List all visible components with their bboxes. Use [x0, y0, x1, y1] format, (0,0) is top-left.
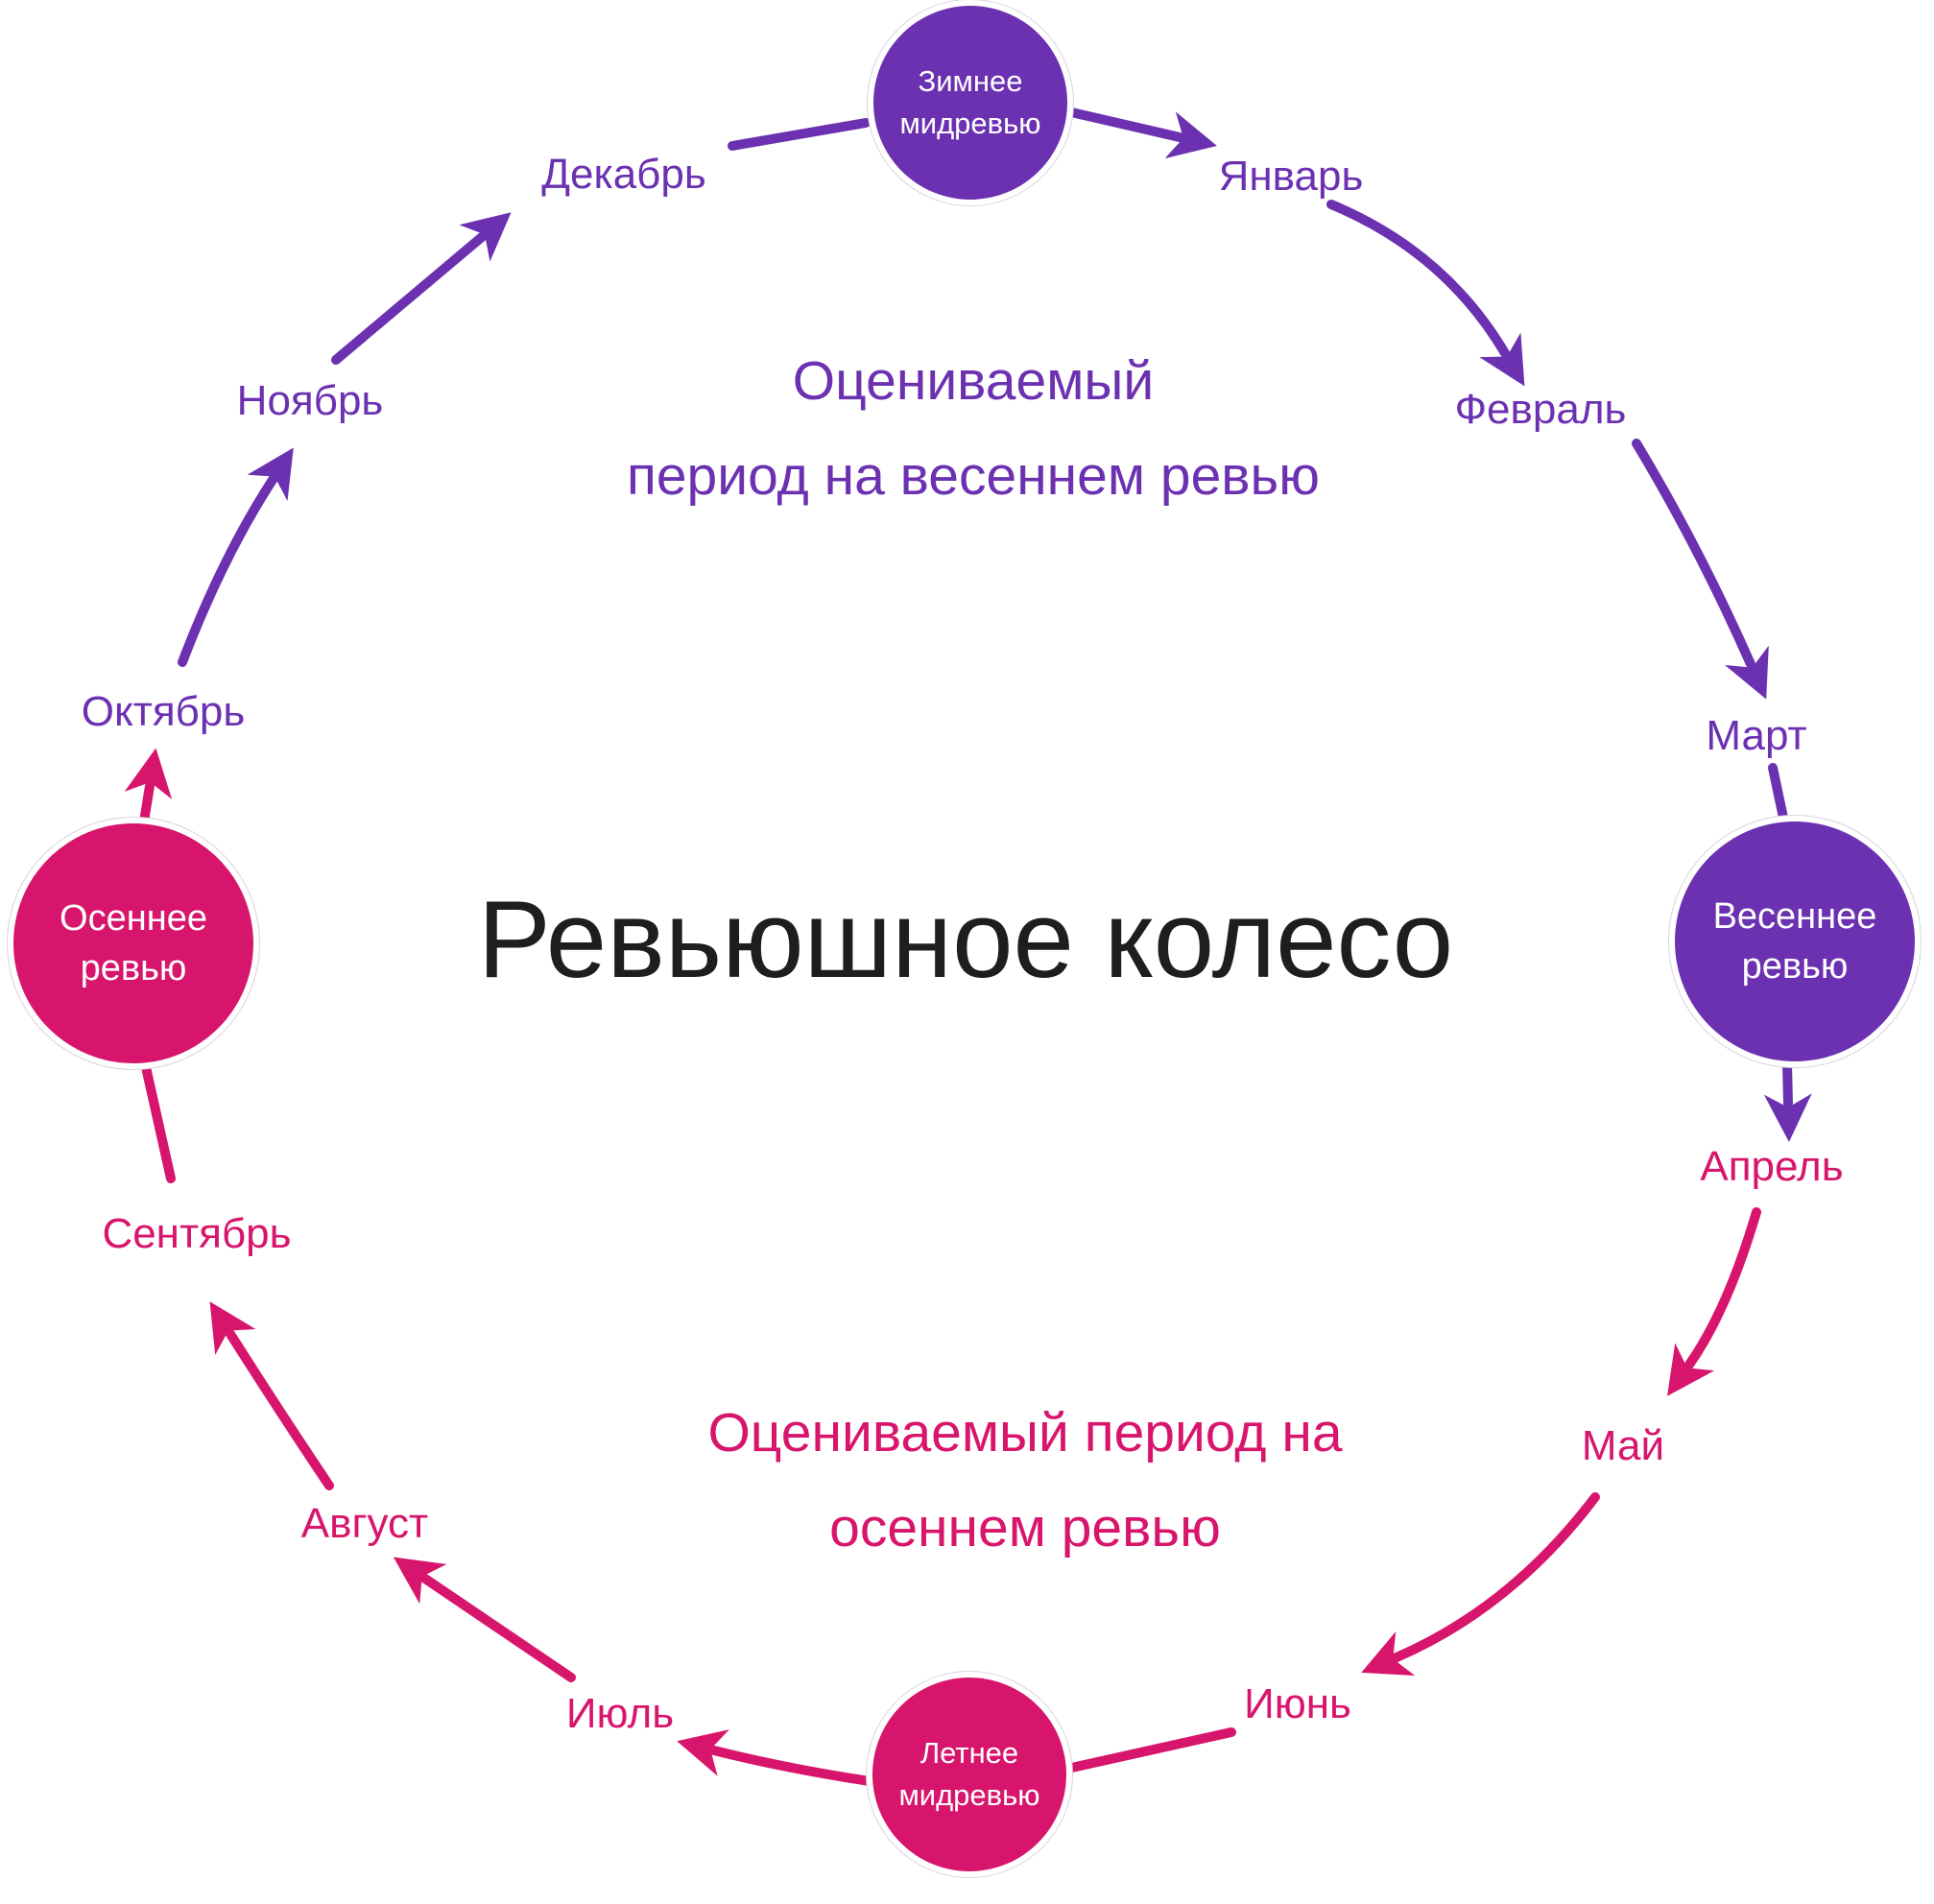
page-title: Ревьюшное колесо: [477, 879, 1454, 1001]
node-summer-midreview-line2: мидревью: [898, 1778, 1040, 1812]
month-may: Май: [1581, 1422, 1665, 1469]
autumn-period-line2: осеннем ревью: [829, 1497, 1221, 1559]
spring-period-line2: период на весеннем ревью: [626, 445, 1321, 507]
node-autumn-review-line1: Осеннее: [60, 897, 207, 939]
autumn-period-line1: Оцениваемый период на: [707, 1401, 1343, 1464]
arrow-november-december: [331, 212, 512, 365]
month-july: Июль: [565, 1690, 675, 1737]
month-january: Январь: [1218, 153, 1364, 200]
arrow-july-august: [393, 1557, 576, 1682]
node-summer-midreview-line1: Летнее: [919, 1735, 1019, 1770]
connector-december-winter: [728, 118, 871, 151]
arrow-may-june: [1361, 1492, 1600, 1676]
month-december: Декабрь: [541, 151, 706, 198]
month-october: Октябрь: [81, 688, 246, 735]
connector-march-spring: [1768, 763, 1788, 822]
node-autumn-review-line2: ревью: [80, 948, 187, 988]
month-march: Март: [1706, 712, 1807, 759]
arrow-february-march: [1632, 439, 1769, 700]
autumn-period-note: Оцениваемый период на осеннем ревью: [707, 1386, 1342, 1576]
node-winter-midreview: Зимнее мидревью: [873, 6, 1067, 200]
month-august: Август: [300, 1500, 429, 1547]
month-february: Февраль: [1454, 386, 1627, 433]
node-winter-midreview-line1: Зимнее: [918, 63, 1023, 98]
arrow-january-february: [1326, 200, 1525, 387]
node-spring-review-line2: ревью: [1741, 946, 1849, 987]
arrow-summer-july: [677, 1729, 874, 1786]
arrow-august-september: [209, 1301, 334, 1490]
spring-period-note: Оцениваемый период на весеннем ревью: [627, 334, 1320, 524]
spring-period-line1: Оцениваемый: [792, 349, 1155, 412]
connector-september-autumn: [141, 1062, 176, 1183]
node-spring-review: Весеннее ревью: [1675, 821, 1915, 1061]
month-june: Июнь: [1244, 1680, 1351, 1727]
arrow-spring-april: [1763, 1059, 1812, 1142]
node-winter-midreview-line2: мидревью: [899, 107, 1041, 140]
arrow-april-may: [1667, 1207, 1761, 1396]
arrow-october-november: [178, 447, 294, 667]
arrow-autumn-october: [124, 748, 173, 826]
month-november: Ноябрь: [236, 377, 384, 424]
month-september: Сентябрь: [102, 1210, 292, 1257]
node-spring-review-line1: Весеннее: [1712, 895, 1877, 937]
arrow-winter-january: [1063, 107, 1217, 159]
connector-june-summer: [1063, 1727, 1236, 1773]
month-april: Апрель: [1700, 1143, 1844, 1190]
node-autumn-review: Осеннее ревью: [13, 823, 253, 1063]
node-summer-midreview: Летнее мидревью: [872, 1678, 1066, 1871]
